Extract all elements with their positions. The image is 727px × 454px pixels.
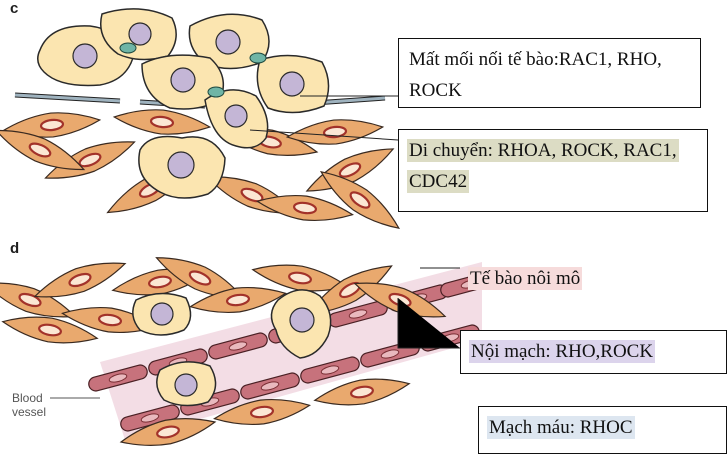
panel-d-illustration	[0, 247, 501, 454]
label-migration: Di chuyển: RHOA, ROCK, RAC1, CDC42	[398, 129, 708, 212]
panel-d-letter: d	[10, 240, 19, 257]
label-blood-vessel-text: Mạch máu: RHOC	[487, 416, 635, 439]
panel-c-illustration	[0, 9, 406, 238]
label-migration-text: Di chuyển: RHOA, ROCK, RAC1, CDC42	[407, 139, 679, 193]
blood-vessel-caption-line1: Blood	[12, 391, 46, 405]
panel-c-letter: c	[10, 0, 18, 17]
label-loss-of-cell-junction-text: Mất mối nối tế bào:RAC1, RHO, ROCK	[407, 48, 664, 102]
label-loss-of-cell-junction: Mất mối nối tế bào:RAC1, RHO, ROCK	[398, 38, 701, 108]
label-endothelium: Nội mạch: RHO,ROCK	[460, 330, 727, 374]
label-endothelial-cell: Tế bào nôi mô	[460, 258, 727, 298]
blood-vessel-caption: Blood vessel	[12, 391, 46, 419]
label-endothelium-text: Nội mạch: RHO,ROCK	[469, 340, 655, 363]
label-blood-vessel: Mạch máu: RHOC	[478, 406, 727, 454]
blood-vessel-caption-line2: vessel	[12, 405, 46, 419]
label-endothelial-cell-text: Tế bào nôi mô	[468, 267, 582, 290]
intravascular-tumor-cell	[157, 362, 216, 406]
